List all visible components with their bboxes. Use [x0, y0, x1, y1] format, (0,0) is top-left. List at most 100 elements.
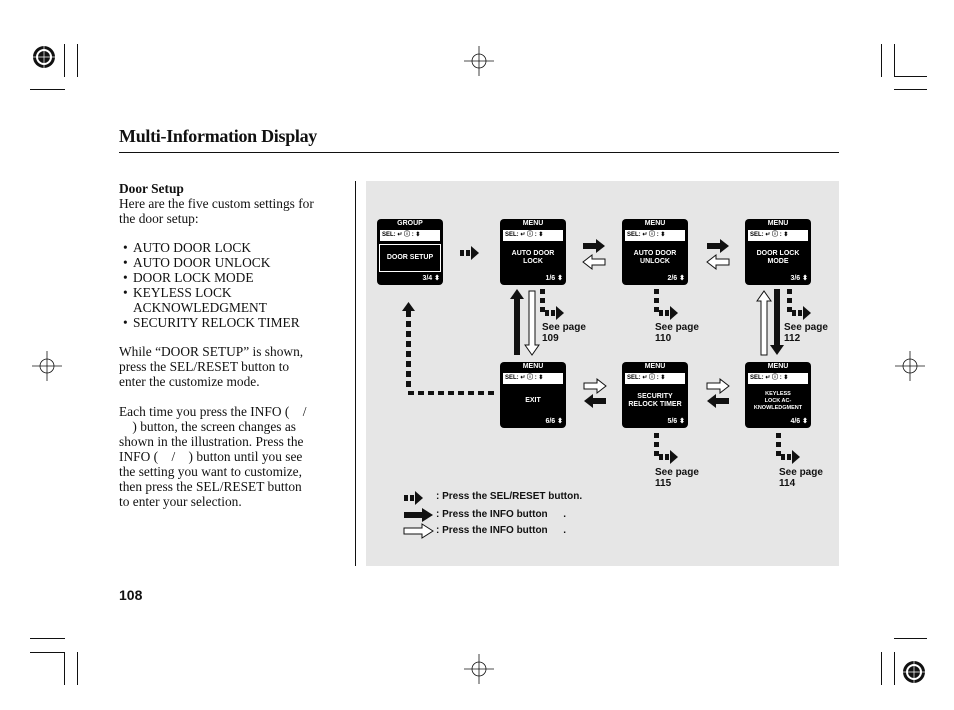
- info-up-arrow: [583, 378, 607, 394]
- see-page-number: 110: [655, 333, 672, 344]
- see-page-ref: See page 114: [779, 467, 823, 489]
- screen-auto-door-lock: MENU SEL: ↵ ⓘ : ⬍ AUTO DOOR LOCK 1/6 ⬍: [500, 219, 566, 285]
- legend-sel-reset: : Press the SEL/RESET button.: [436, 491, 583, 502]
- see-page-number: 115: [655, 478, 672, 489]
- info-down-arrow-vertical: [770, 289, 784, 355]
- screen-security-relock-timer: MENU SEL: ↵ ⓘ : ⬍ SECURITY RELOCK TIMER …: [622, 362, 688, 428]
- see-page-label: See page: [655, 467, 699, 478]
- settings-list: AUTO DOOR LOCK AUTO DOOR UNLOCK DOOR LOC…: [119, 240, 351, 330]
- sel-reset-arrow: [460, 246, 479, 260]
- list-item: AUTO DOOR LOCK: [119, 240, 351, 255]
- see-page-label: See page: [779, 467, 823, 478]
- screen-page: 3/4 ⬍: [422, 275, 440, 282]
- screen-body: DOOR SETUP: [379, 244, 441, 272]
- see-page-label: See page: [542, 322, 586, 333]
- screen-page: 6/6 ⬍: [545, 418, 563, 425]
- paragraph-line: enter the customize mode.: [119, 374, 260, 389]
- legend-info-up-icon: [403, 523, 434, 539]
- paragraph-line: Each time you press the INFO ( /: [119, 404, 307, 419]
- screen-body: AUTO DOOR UNLOCK: [633, 250, 677, 265]
- screen-sel-bar: SEL: ↵ ⓘ : ⬍: [748, 373, 808, 384]
- paragraph-line: to enter your selection.: [119, 494, 242, 509]
- info-down-arrow-vertical: [510, 289, 524, 355]
- screen-header: MENU: [767, 363, 789, 370]
- sel-reset-arrow-110: [654, 289, 678, 320]
- list-item: DOOR LOCK MODE: [119, 270, 351, 285]
- screen-page: 4/6 ⬍: [790, 418, 808, 425]
- see-page-ref: See page 110: [655, 322, 699, 344]
- screen-body: KEYLESS LOCK AC- KNOWLEDGMENT: [753, 390, 803, 411]
- see-page-number: 114: [779, 478, 796, 489]
- column-divider: [355, 181, 356, 566]
- list-item: AUTO DOOR UNLOCK: [119, 255, 351, 270]
- screen-keyless-lock-ack: MENU SEL: ↵ ⓘ : ⬍ KEYLESS LOCK AC- KNOWL…: [745, 362, 811, 428]
- sel-reset-arrow-114: [776, 433, 800, 464]
- paragraph-line: shown in the illustration. Press the: [119, 434, 304, 449]
- screen-header: MENU: [767, 220, 789, 227]
- legend-info-down-icon: [404, 508, 433, 522]
- screen-header: MENU: [522, 363, 544, 370]
- page-number: 108: [119, 587, 143, 603]
- paragraph-line: INFO ( / ) button until you see: [119, 449, 303, 464]
- screen-page: 1/6 ⬍: [545, 275, 563, 282]
- see-page-number: 109: [542, 333, 559, 344]
- screen-body: DOOR LOCK MODE: [756, 250, 800, 265]
- diagram-arrows: [402, 239, 811, 539]
- intro-line: the door setup:: [119, 211, 199, 226]
- info-up-arrow-vertical: [756, 290, 772, 356]
- info-down-arrow: [584, 394, 606, 408]
- sel-reset-return-path: [402, 302, 494, 395]
- screen-body: SECURITY RELOCK TIMER: [628, 393, 682, 408]
- see-page-number: 112: [784, 333, 801, 344]
- screen-header: MENU: [522, 220, 544, 227]
- paragraph-line: then press the SEL/RESET button: [119, 479, 302, 494]
- screen-body: AUTO DOOR LOCK: [511, 250, 555, 265]
- see-page-label: See page: [655, 322, 699, 333]
- screen-body: EXIT: [525, 397, 541, 404]
- title-rule: [119, 152, 839, 153]
- legend-info-up: : Press the INFO button .: [436, 525, 567, 536]
- screen-header: MENU: [644, 363, 666, 370]
- paragraph-line: ) button, the screen changes as: [119, 419, 296, 434]
- screen-door-lock-mode: MENU SEL: ↵ ⓘ : ⬍ DOOR LOCK MODE 3/6 ⬍: [745, 219, 811, 285]
- sel-reset-arrow-109: [540, 289, 564, 320]
- paragraph-line: While “DOOR SETUP” is shown,: [119, 344, 304, 359]
- legend-sel-reset-icon: [404, 491, 423, 505]
- section-heading: Door Setup: [119, 181, 184, 196]
- screen-header: GROUP: [397, 220, 423, 227]
- door-setup-diagram: GROUP SEL: ↵ ⓘ : ⬍ DOOR SETUP 3/4 ⬍ MENU…: [366, 181, 839, 566]
- screen-page: 5/6 ⬍: [667, 418, 685, 425]
- screen-sel-bar: SEL: ↵ ⓘ : ⬍: [503, 230, 563, 241]
- page-title: Multi-Information Display: [119, 126, 318, 146]
- list-item: SECURITY RELOCK TIMER: [119, 315, 351, 330]
- info-up-arrow: [582, 254, 606, 270]
- screen-sel-bar: SEL: ↵ ⓘ : ⬍: [748, 230, 808, 241]
- info-up-arrow: [706, 378, 730, 394]
- info-down-arrow: [707, 394, 729, 408]
- screen-door-setup: GROUP SEL: ↵ ⓘ : ⬍ DOOR SETUP 3/4 ⬍: [377, 219, 443, 285]
- info-down-arrow: [583, 239, 605, 253]
- info-up-arrow: [706, 254, 730, 270]
- screen-sel-bar: SEL: ↵ ⓘ : ⬍: [625, 373, 685, 384]
- list-item-continuation: ACKNOWLEDGMENT: [133, 300, 267, 315]
- list-item-text: KEYLESS LOCK: [133, 285, 232, 300]
- info-up-arrow-vertical: [524, 290, 540, 356]
- intro-line: Here are the five custom settings for: [119, 196, 314, 211]
- legend-info-down: : Press the INFO button .: [436, 509, 567, 520]
- screen-page: 3/6 ⬍: [790, 275, 808, 282]
- see-page-ref: See page 115: [655, 467, 699, 489]
- screen-sel-bar: SEL: ↵ ⓘ : ⬍: [380, 230, 440, 241]
- registration-target-icon: [32, 46, 925, 684]
- screen-exit: MENU SEL: ↵ ⓘ : ⬍ EXIT 6/6 ⬍: [500, 362, 566, 428]
- see-page-label: See page: [784, 322, 828, 333]
- screen-sel-bar: SEL: ↵ ⓘ : ⬍: [625, 230, 685, 241]
- door-setup-text: Door Setup Here are the five custom sett…: [119, 181, 351, 509]
- info-down-arrow: [707, 239, 729, 253]
- screen-auto-door-unlock: MENU SEL: ↵ ⓘ : ⬍ AUTO DOOR UNLOCK 2/6 ⬍: [622, 219, 688, 285]
- paragraph-line: press the SEL/RESET button to: [119, 359, 290, 374]
- screen-sel-bar: SEL: ↵ ⓘ : ⬍: [503, 373, 563, 384]
- starburst-mark-icon: [33, 46, 925, 683]
- screen-header: MENU: [644, 220, 666, 227]
